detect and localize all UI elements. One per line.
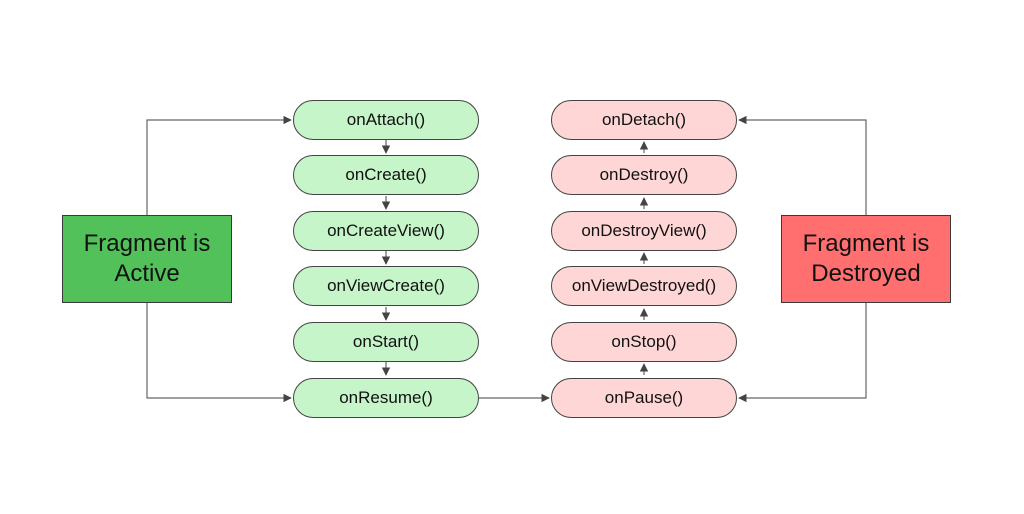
fragment-active-label-line1: Fragment is [83,230,211,257]
onpause-node: onPause() [551,378,737,418]
fragment-destroyed-label-line2: Destroyed [811,260,921,287]
ondestroy-node: onDestroy() [551,155,737,195]
onstop-node: onStop() [551,322,737,362]
fragment-active-label-line2: Active [114,260,180,287]
ondetach-node: onDetach() [551,100,737,140]
onstart-node: onStart() [293,322,479,362]
onresume-node: onResume() [293,378,479,418]
fragment-destroyed-box: Fragment is Destroyed [781,215,951,303]
connector-destroyed-to-ondetach [738,115,867,215]
oncreateview-node: onCreateView() [293,211,479,251]
fragment-active-box: Fragment is Active [62,215,232,303]
onviewcreate-node: onViewCreate() [293,266,479,306]
connector-active-to-onattach [146,115,292,215]
fragment-destroyed-label-line1: Fragment is [802,230,930,257]
connector-active-to-onresume [146,303,292,403]
onattach-node: onAttach() [293,100,479,140]
ondestroyview-node: onDestroyView() [551,211,737,251]
onviewdestroyed-node: onViewDestroyed() [551,266,737,306]
oncreate-node: onCreate() [293,155,479,195]
connector-destroyed-to-onpause [738,303,867,403]
